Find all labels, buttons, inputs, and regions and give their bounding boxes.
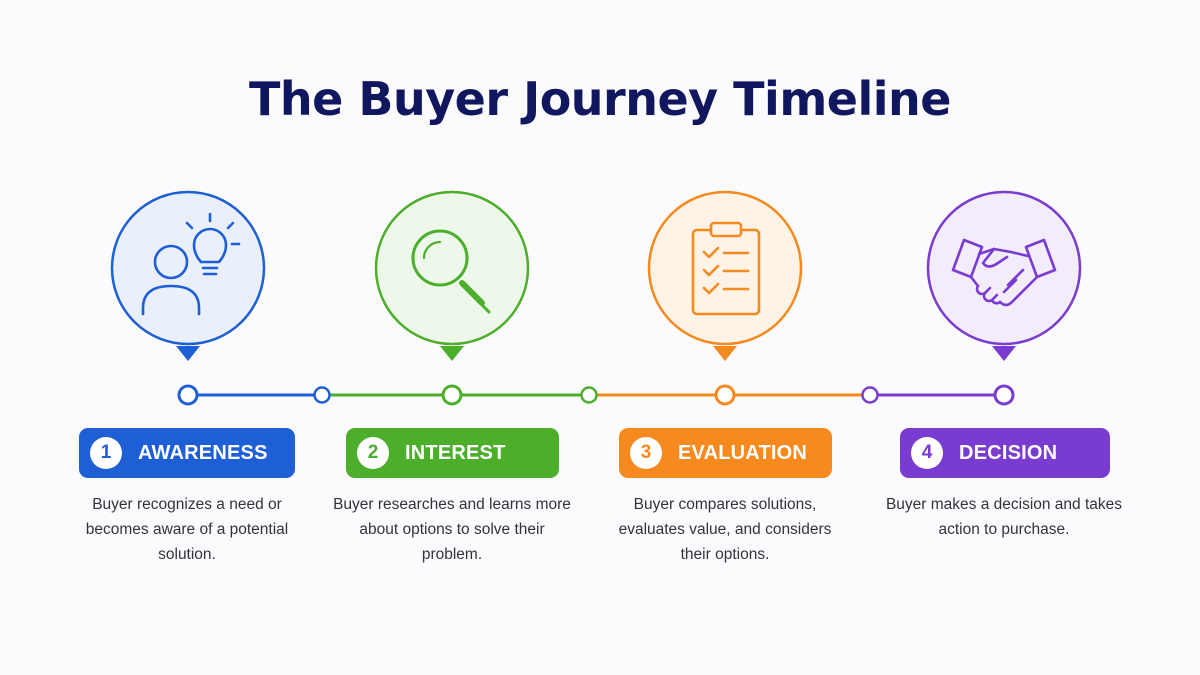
stage-description-decision: Buyer makes a decision and takes action …	[885, 496, 1123, 538]
stage-description-evaluation: Buyer compares solutions, evaluates valu…	[618, 496, 832, 563]
stage-number: 1	[90, 437, 122, 469]
stage-label: EVALUATION	[678, 441, 808, 464]
handshake-icon	[951, 238, 1057, 307]
clipboard-checklist-icon	[691, 221, 761, 316]
page-title: The Buyer Journey Timeline	[249, 72, 951, 126]
stage-label: INTEREST	[405, 441, 506, 464]
stage-description-interest: Buyer researches and learns more about o…	[333, 496, 571, 563]
stage-number: 4	[911, 437, 943, 469]
stage-number: 2	[357, 437, 389, 469]
stage-marker-interest	[374, 190, 530, 406]
person-lightbulb-icon	[141, 212, 241, 316]
magnifying-glass-icon	[411, 229, 491, 314]
stage-description-awareness: Buyer recognizes a need or becomes aware…	[85, 496, 289, 563]
timeline-dot	[313, 386, 331, 404]
stage-badge-evaluation: 3 EVALUATION	[619, 428, 832, 478]
stage-marker-decision	[926, 190, 1082, 406]
stage-label: AWARENESS	[138, 441, 268, 464]
stage-badge-decision: 4 DECISION	[900, 428, 1110, 478]
stage-number: 3	[630, 437, 662, 469]
timeline-dot	[861, 386, 879, 404]
timeline-dot	[580, 386, 598, 404]
stage-badge-awareness: 1 AWARENESS	[79, 428, 295, 478]
stage-badge-interest: 2 INTEREST	[346, 428, 559, 478]
stage-label: DECISION	[959, 441, 1058, 464]
stage-marker-awareness	[110, 190, 266, 406]
stage-marker-evaluation	[647, 190, 803, 406]
